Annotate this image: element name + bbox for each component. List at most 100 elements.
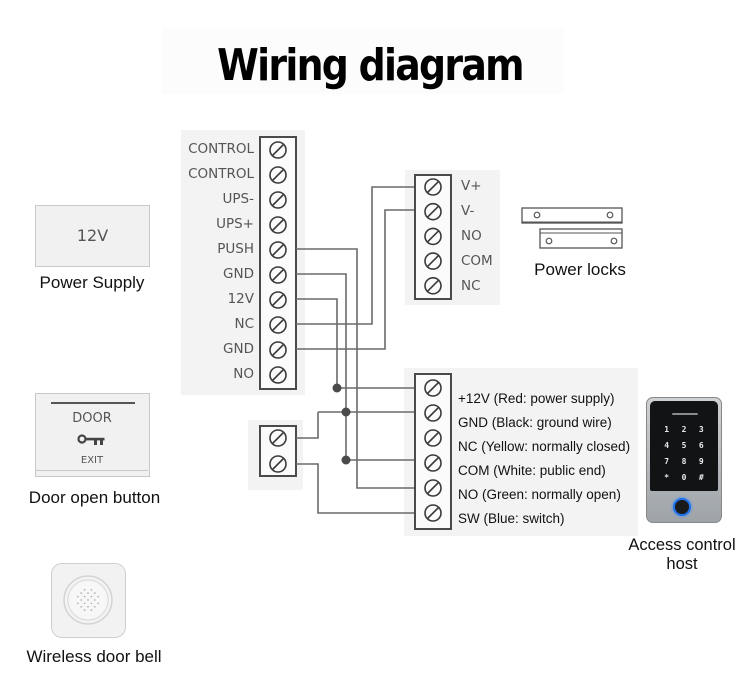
power-supply-voltage: 12V: [76, 226, 109, 245]
door-button-caption: Door open button: [28, 488, 161, 507]
power-locks-caption: Power locks: [534, 260, 626, 279]
grille-dot: [93, 599, 96, 601]
door-bell-caption: Wireless door bell: [26, 647, 162, 666]
lock-label-v-minus: V-: [461, 203, 475, 219]
speaker-grille-icon: [63, 575, 113, 625]
terminal-label-12v: 12V: [227, 291, 254, 307]
grille-dot: [83, 595, 86, 598]
host-label-no: NO (Green: normally open): [458, 487, 621, 502]
access-host-caption-line2: host: [666, 555, 698, 573]
lock-terminal-screw: [424, 227, 442, 246]
keypad-key[interactable]: 8: [681, 457, 687, 466]
door-button-label-exit: EXIT: [80, 455, 104, 466]
host-terminal-screw: [424, 429, 442, 447]
lock-terminal-screw: [424, 276, 442, 295]
power-supply-device: 12V: [35, 205, 150, 267]
lock-label-nc: NC: [461, 278, 481, 294]
button-terminal-screw: [269, 455, 287, 473]
keypad-key[interactable]: *: [664, 473, 670, 482]
grille-dot: [80, 592, 83, 595]
main-terminal-screw: [269, 141, 287, 159]
host-terminal-screw: [424, 479, 442, 497]
keypad-key[interactable]: 6: [698, 441, 704, 450]
grille-dot: [83, 602, 86, 605]
lock-terminal-screw: [424, 178, 442, 196]
keypad-key[interactable]: 9: [698, 457, 704, 466]
access-host-device: 1 2 3 4 5 6 7 8 9 * 0 #: [646, 397, 722, 523]
grille-dot: [90, 595, 93, 598]
host-terminal-screw: [424, 379, 442, 397]
host-terminal-screw: [424, 404, 442, 422]
door-button-device: DOOR EXIT: [35, 393, 150, 477]
magnetic-lock-icon: [521, 207, 623, 249]
terminal-label-gnd-2: GND: [223, 341, 254, 357]
door-button-bottom-line: [36, 470, 148, 471]
lock-label-no: NO: [461, 228, 482, 244]
grille-dot: [76, 595, 79, 598]
main-terminal-screw: [269, 341, 287, 359]
access-host-caption: Access control host: [612, 536, 750, 574]
power-supply-caption: Power Supply: [39, 273, 145, 292]
grille-dot: [80, 605, 83, 608]
main-terminal-labels: CONTROL CONTROL UPS- UPS+ PUSH GND 12V N…: [174, 137, 254, 387]
wire-push-to-host-no: [296, 248, 414, 489]
host-label-gnd: GND (Black: ground wire): [458, 415, 612, 430]
main-terminal-screw: [269, 216, 287, 234]
keypad-key[interactable]: 0: [681, 473, 687, 482]
lock-label-com: COM: [461, 253, 493, 269]
grille-dot: [93, 592, 96, 595]
keypad-key[interactable]: 4: [664, 441, 670, 450]
grille-dot: [90, 609, 93, 612]
main-terminal-screw: [269, 316, 287, 334]
access-host-indicator-bar: [672, 413, 698, 415]
grille-dot: [93, 605, 96, 608]
grille-dot: [97, 595, 100, 598]
wire-nc-to-lock-vplus: [296, 186, 414, 325]
keypad-key[interactable]: #: [698, 473, 704, 482]
grille-dot: [90, 588, 93, 591]
wire-gnd-to-lock-vminus: [296, 209, 414, 350]
button-terminal-screw: [269, 429, 287, 447]
lock-terminal-screw: [424, 202, 442, 221]
junction-gnd-1: [341, 407, 351, 417]
keypad-key[interactable]: 2: [681, 425, 687, 434]
grille-dot: [76, 602, 79, 605]
fingerprint-reader: [673, 498, 691, 516]
terminal-label-push: PUSH: [217, 241, 254, 257]
host-label-12v: +12V (Red: power supply): [458, 391, 615, 406]
main-terminal-screw: [269, 266, 287, 284]
button-terminal-block: [259, 425, 297, 477]
wire-button-2-to-host-sw: [296, 463, 414, 514]
keypad-key[interactable]: 7: [664, 457, 670, 466]
main-terminal-screw: [269, 291, 287, 309]
key-icon: [77, 434, 105, 445]
terminal-label-no: NO: [233, 366, 254, 382]
access-host-keypad-panel: 1 2 3 4 5 6 7 8 9 * 0 #: [650, 401, 718, 491]
grille-dot: [83, 609, 86, 612]
terminal-label-control-1: CONTROL: [188, 141, 254, 157]
junctions: [332, 383, 351, 465]
main-terminal-screw: [269, 366, 287, 384]
host-label-sw: SW (Blue: switch): [458, 511, 565, 526]
host-terminal-screw: [424, 454, 442, 472]
keypad-key[interactable]: 1: [664, 425, 670, 434]
terminal-label-ups-plus: UPS+: [216, 216, 254, 232]
access-host-keypad: 1 2 3 4 5 6 7 8 9 * 0 #: [658, 423, 710, 484]
lock-label-v-plus: V+: [461, 178, 482, 194]
host-label-nc: NC (Yellow: normally closed): [458, 439, 631, 454]
host-terminal-screw: [424, 504, 442, 522]
main-terminal-screw: [269, 241, 287, 259]
grille-dot: [83, 588, 86, 591]
junction-12v: [332, 383, 342, 393]
door-button-label-door: DOOR: [72, 411, 112, 426]
host-terminal-block: [414, 373, 452, 530]
lock-terminal-labels: V+ V- NO COM NC: [461, 174, 493, 299]
wire-button-1-to-gnd: [296, 412, 319, 439]
junction-gnd-2: [341, 455, 351, 465]
keypad-key[interactable]: 5: [681, 441, 687, 450]
title-background: [162, 28, 564, 94]
grille-dot: [97, 602, 100, 605]
grille-dot: [80, 599, 83, 601]
keypad-key[interactable]: 3: [698, 425, 704, 434]
